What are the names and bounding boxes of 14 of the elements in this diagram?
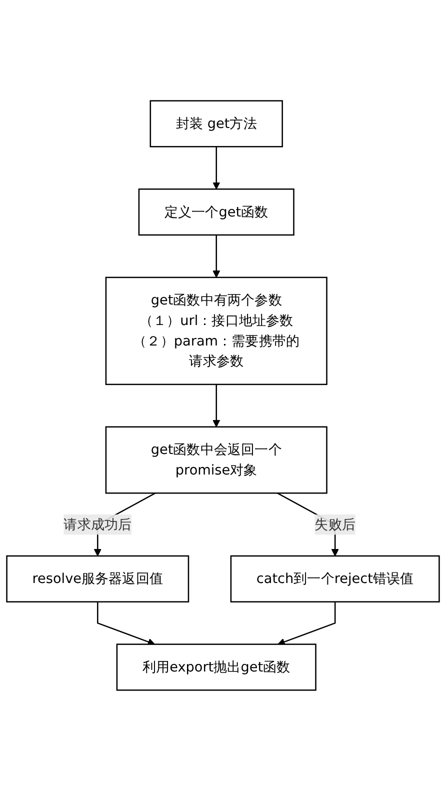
node-box: 定义一个get函数 bbox=[138, 188, 294, 236]
node-box: 封装 get方法 bbox=[150, 100, 283, 147]
arrow bbox=[278, 601, 336, 645]
arrow bbox=[212, 384, 220, 427]
arrow bbox=[212, 234, 220, 278]
node-box: get函数中会返回一个promise对象 bbox=[105, 426, 328, 494]
node-box: 利用export抛出get函数 bbox=[116, 643, 316, 690]
arrow bbox=[212, 146, 220, 189]
edge-label: 请求成功后 bbox=[64, 516, 132, 532]
node-box: catch到一个reject错误值 bbox=[230, 554, 440, 602]
node-box: get函数中有两个参数 （１）url：接口地址参数 （２）param：需要携带的请求参数 bbox=[105, 276, 328, 385]
node-box: resolve服务器返回值 bbox=[6, 554, 190, 602]
edge-label: 失败后 bbox=[314, 516, 356, 532]
arrow bbox=[97, 601, 156, 645]
